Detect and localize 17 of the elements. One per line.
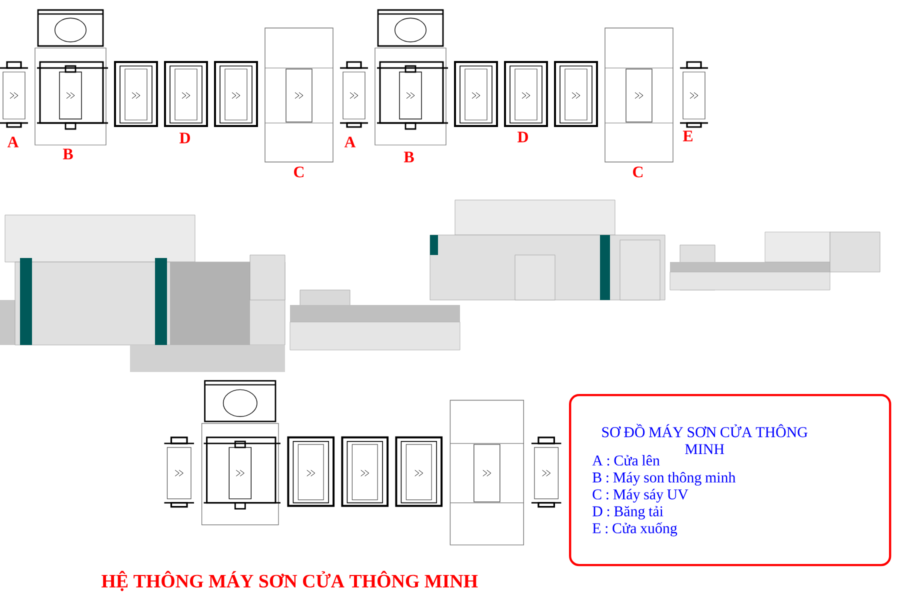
part-letter: E — [682, 130, 692, 142]
legend-entry: E : Cửa xuống — [592, 522, 678, 536]
legend-entry: C : Máy sáy UV — [592, 488, 688, 502]
legend-entry: A : Cửa lên — [592, 455, 660, 466]
part-letter: B — [62, 148, 73, 160]
legend-box — [569, 394, 892, 566]
part-letter: A — [344, 136, 356, 148]
part-letter: A — [7, 136, 19, 148]
legend-entry: D : Băng tải — [592, 506, 664, 520]
part-letter: C — [633, 166, 643, 178]
legend-entry: B : Máy son thông minh — [592, 472, 736, 486]
part-letter: C — [294, 166, 304, 178]
diagram-title: HỆ THÔNG MÁY SƠN CỬA THÔNG MINH — [102, 570, 478, 592]
part-letter: B — [404, 152, 414, 162]
part-letter: D — [518, 132, 528, 142]
part-letter: D — [180, 132, 190, 144]
legend-title: SƠ ĐỒ MÁY SƠN CỬA THÔNG MINH — [602, 424, 808, 454]
